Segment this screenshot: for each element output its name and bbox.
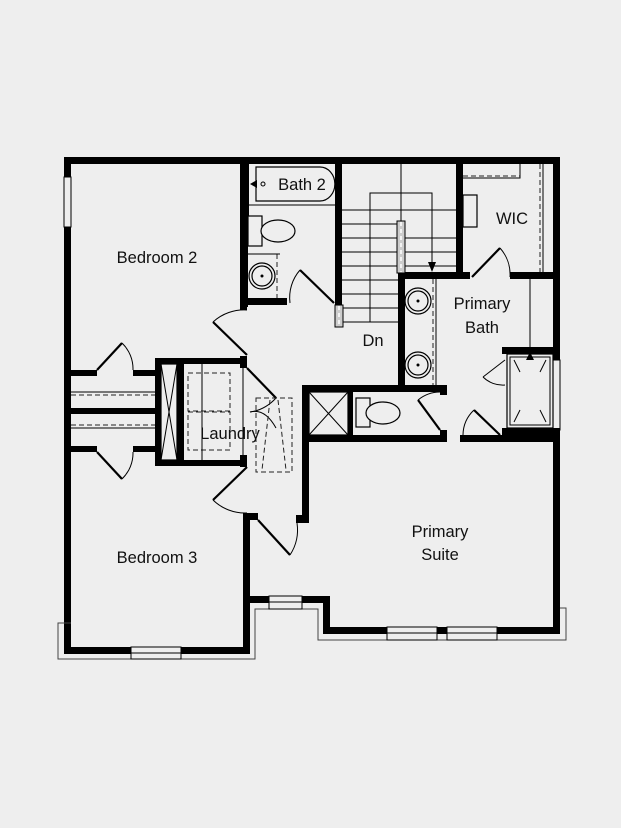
room-labels: Bedroom 2 Bath 2 WIC Primary Bath Dn Lau…	[117, 176, 528, 567]
label-stairs-down: Dn	[362, 332, 383, 350]
closet-shelves	[71, 164, 544, 429]
window-bedroom-2	[63, 176, 72, 228]
label-primary-suite-line-2: Suite	[421, 546, 459, 564]
label-bath-2: Bath 2	[278, 176, 326, 194]
label-wic: WIC	[496, 210, 528, 228]
bath-2-fixtures	[247, 166, 336, 298]
label-primary-bath-line-1: Primary	[454, 295, 512, 313]
doors	[96, 247, 511, 556]
staircase	[334, 164, 456, 328]
label-laundry: Laundry	[200, 425, 260, 443]
window-primary-bath	[552, 359, 561, 431]
interior-walls	[64, 157, 560, 523]
label-bedroom-2: Bedroom 2	[117, 249, 198, 267]
label-bedroom-3: Bedroom 3	[117, 549, 198, 567]
laundry-fixtures	[160, 363, 293, 473]
label-primary-bath-line-2: Bath	[465, 319, 499, 337]
primary-bath-fixtures	[308, 279, 554, 436]
label-primary-suite-line-1: Primary	[412, 523, 470, 541]
